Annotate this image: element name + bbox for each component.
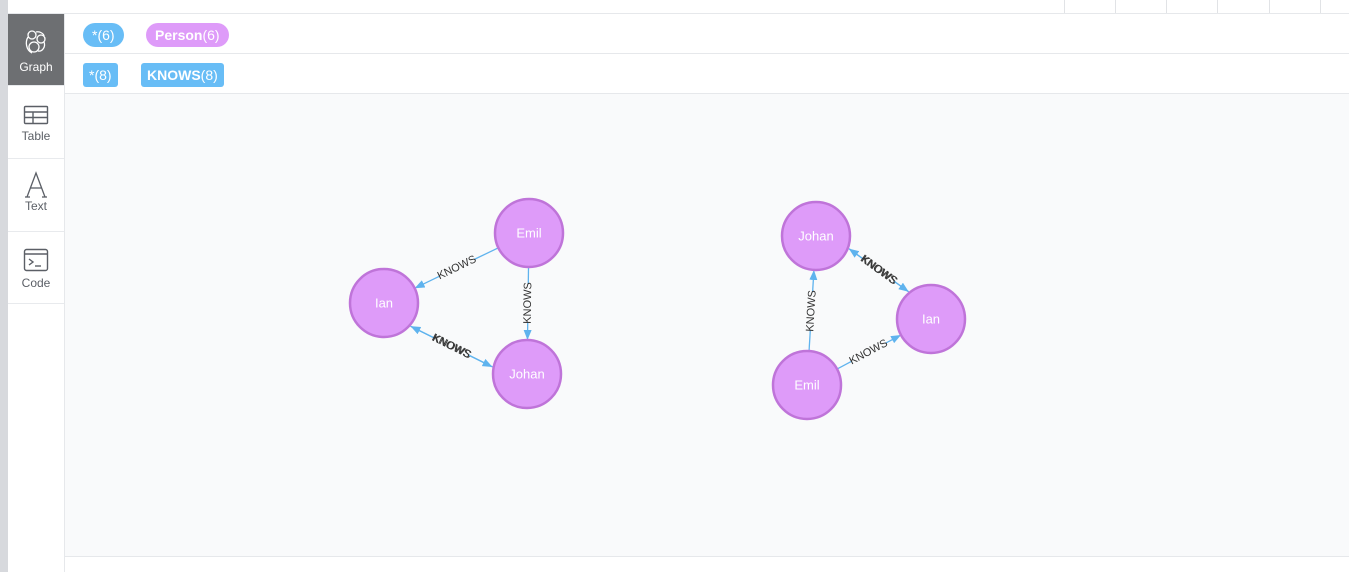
relationship-edge[interactable]: KNOWS [410,325,493,368]
relationship-type-label: KNOWS [430,332,473,361]
sidebar-item-label: Text [24,199,47,213]
node-circle[interactable] [491,338,563,410]
pill-name: Person [155,27,203,43]
top-toolbar [8,0,1349,14]
relationship-types-bar: *(8) KNOWS(8) [65,54,1349,94]
tag-count: (8) [200,67,218,83]
relationship-edge[interactable]: KNOWS [804,269,819,352]
relationship-arrow [893,280,909,292]
rel-type-all-tag[interactable]: *(8) [83,63,118,87]
toolbar-slot[interactable] [1115,0,1167,13]
sidebar-item-table[interactable]: Table [8,86,64,159]
sidebar-item-code[interactable]: Code [8,232,64,304]
relationship-arrow [885,334,901,344]
graph-node[interactable]: Johan [780,200,852,272]
result-view-sidebar: Graph Table [8,14,65,572]
node-caption: Ian [922,312,940,327]
graph-node[interactable]: Emil [771,349,843,421]
relationship-type-label: KNOWS [858,253,899,287]
code-icon [23,248,49,272]
relationship-edge[interactable]: KNOWS [522,266,535,341]
graph-node[interactable]: Johan [491,338,563,410]
toolbar-slot[interactable] [1320,0,1349,13]
graph-node[interactable]: Ian [895,283,967,355]
sidebar-item-label: Code [21,276,51,290]
node-circle[interactable] [780,200,852,272]
relationship-arrow [809,269,818,293]
tag-name: KNOWS [147,67,201,83]
sidebar-item-graph[interactable]: Graph [8,14,64,86]
graph-node[interactable]: Emil [493,197,565,269]
toolbar-slot[interactable] [1269,0,1321,13]
relationship-edge[interactable]: KNOWS [836,334,901,370]
node-label-all-pill[interactable]: *(6) [83,23,124,47]
node-caption: Ian [375,296,393,311]
graph-icon [23,28,49,56]
sidebar-item-text[interactable]: Text [8,159,64,232]
relationship-line [808,329,811,352]
node-caption: Johan [509,367,544,382]
relationship-arrow [467,354,493,368]
node-circle[interactable] [771,349,843,421]
tag-count: (8) [94,67,112,83]
relationship-type-label: KNOWS [436,253,479,282]
text-icon [24,171,48,199]
node-circle[interactable] [348,267,420,339]
graph-visualization[interactable]: KNOWSKNOWSKNOWSKNOWSKNOWSKNOWSKNOWSKNOWS… [65,94,1349,556]
relationship-arrow [414,275,441,289]
pill-count: (6) [202,27,220,43]
relationship-type-label: KNOWS [847,337,889,367]
sidebar-item-label: Table [21,129,51,143]
pill-name: * [92,27,98,43]
toolbar-slot[interactable] [1166,0,1218,13]
node-caption: Emil [516,226,541,241]
node-labels-bar: *(6) Person(6) [65,14,1349,54]
relationship-line [848,248,864,260]
node-circle[interactable] [493,197,565,269]
node-caption: Emil [794,378,819,393]
toolbar-slot[interactable] [1217,0,1269,13]
table-icon [23,105,49,125]
status-bar [65,556,1349,572]
relationship-line [410,325,435,339]
tag-name: * [89,67,95,83]
toolbar-slot[interactable] [1064,0,1116,13]
node-circle[interactable] [895,283,967,355]
graph-node[interactable]: Ian [348,267,420,339]
pill-count: (6) [97,27,115,43]
relationship-line [473,247,499,261]
relationship-line [836,360,853,370]
window-edge [0,0,8,572]
relationship-edge[interactable]: KNOWS [414,247,499,289]
sidebar-item-label: Graph [19,60,53,74]
node-label-person-pill[interactable]: Person(6) [146,23,229,47]
rel-type-knows-tag[interactable]: KNOWS(8) [141,63,224,87]
relationship-type-label: KNOWS [804,290,818,332]
relationship-edge[interactable]: KNOWS [848,248,909,292]
node-caption: Johan [798,229,833,244]
relationship-type-label: KNOWS [522,282,535,324]
